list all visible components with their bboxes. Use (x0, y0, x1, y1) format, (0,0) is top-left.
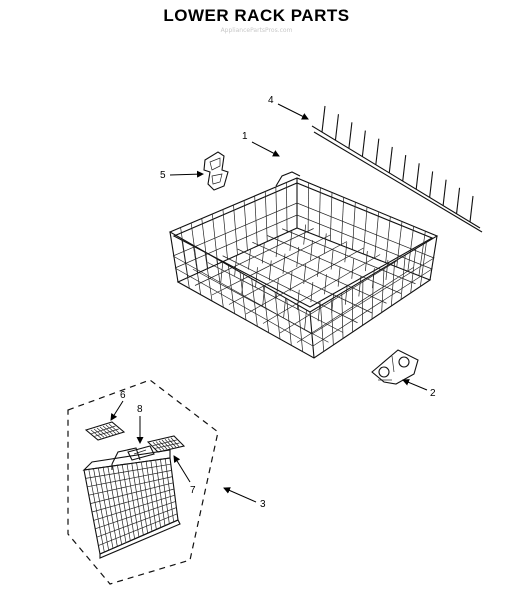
basket-group-outline (67, 379, 219, 585)
callout-number: 8 (137, 404, 143, 415)
callout-7: 7 (173, 455, 196, 496)
roller-part (371, 349, 419, 385)
callout-2: 2 (402, 379, 436, 399)
callout-8: 8 (136, 404, 144, 444)
callout-number: 2 (430, 388, 436, 399)
basket-lid-part-6 (84, 421, 126, 441)
callout-number: 7 (190, 485, 196, 496)
callout-number: 5 (160, 170, 166, 181)
callout-number: 6 (120, 390, 126, 401)
tine-row-part (311, 105, 483, 233)
silverware-basket-part (82, 447, 181, 559)
callout-4: 4 (268, 95, 309, 120)
callout-number: 3 (260, 499, 266, 510)
callout-6: 6 (110, 390, 126, 421)
rack-clip-part (203, 151, 229, 191)
basket-lid-part-7 (146, 435, 186, 453)
basket-handle-part (127, 445, 155, 461)
callout-1: 1 (242, 131, 280, 157)
callout-5: 5 (160, 170, 204, 181)
lower-rack-part (168, 171, 439, 359)
callout-number: 4 (268, 95, 274, 106)
callout-3: 3 (223, 487, 266, 510)
watermark: AppliancePartsPros.com (220, 27, 293, 34)
page-title: LOWER RACK PARTS (163, 6, 350, 25)
callout-number: 1 (242, 131, 248, 142)
